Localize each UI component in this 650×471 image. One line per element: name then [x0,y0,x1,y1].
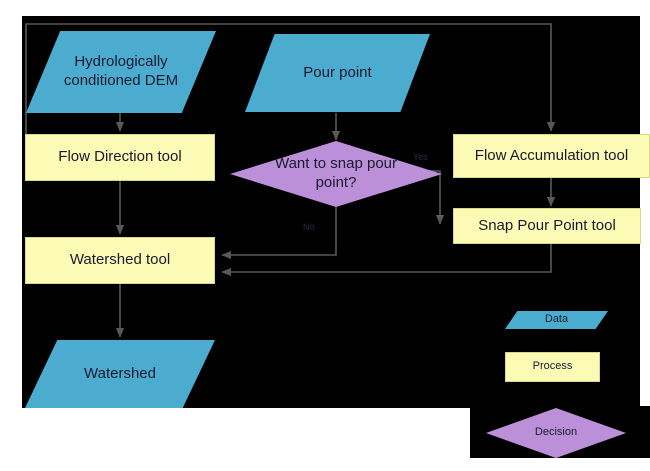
node-flow-direction-tool[interactable]: Flow Direction tool [25,134,215,181]
legend-decision-label: Decision [534,426,578,439]
node-flow-accumulation-tool[interactable]: Flow Accumulation tool [453,134,650,178]
node-watershed-tool[interactable]: Watershed tool [25,237,215,284]
edge-label-no: No [303,222,315,232]
legend-data-label: Data [544,313,569,326]
edge-label-yes: Yes [413,152,428,162]
node-label: Watershed [84,364,156,382]
node-hydrologically-conditioned-dem[interactable]: Hydrologically conditioned DEM [26,31,216,113]
node-watershed[interactable]: Watershed [25,340,215,408]
node-label: Hydrologically conditioned DEM [63,53,179,89]
legend-process-shape: Process [505,352,600,382]
node-label: Want to snap pour point? [274,155,397,191]
node-label: Pour point [303,63,372,81]
legend-data-shape: Data [505,311,608,329]
legend-decision-shape: Decision [486,408,626,458]
node-pour-point[interactable]: Pour point [245,34,430,112]
node-snap-pour-point-tool[interactable]: Snap Pour Point tool [453,208,641,244]
node-want-to-snap-decision[interactable]: Want to snap pour point? [230,141,442,207]
